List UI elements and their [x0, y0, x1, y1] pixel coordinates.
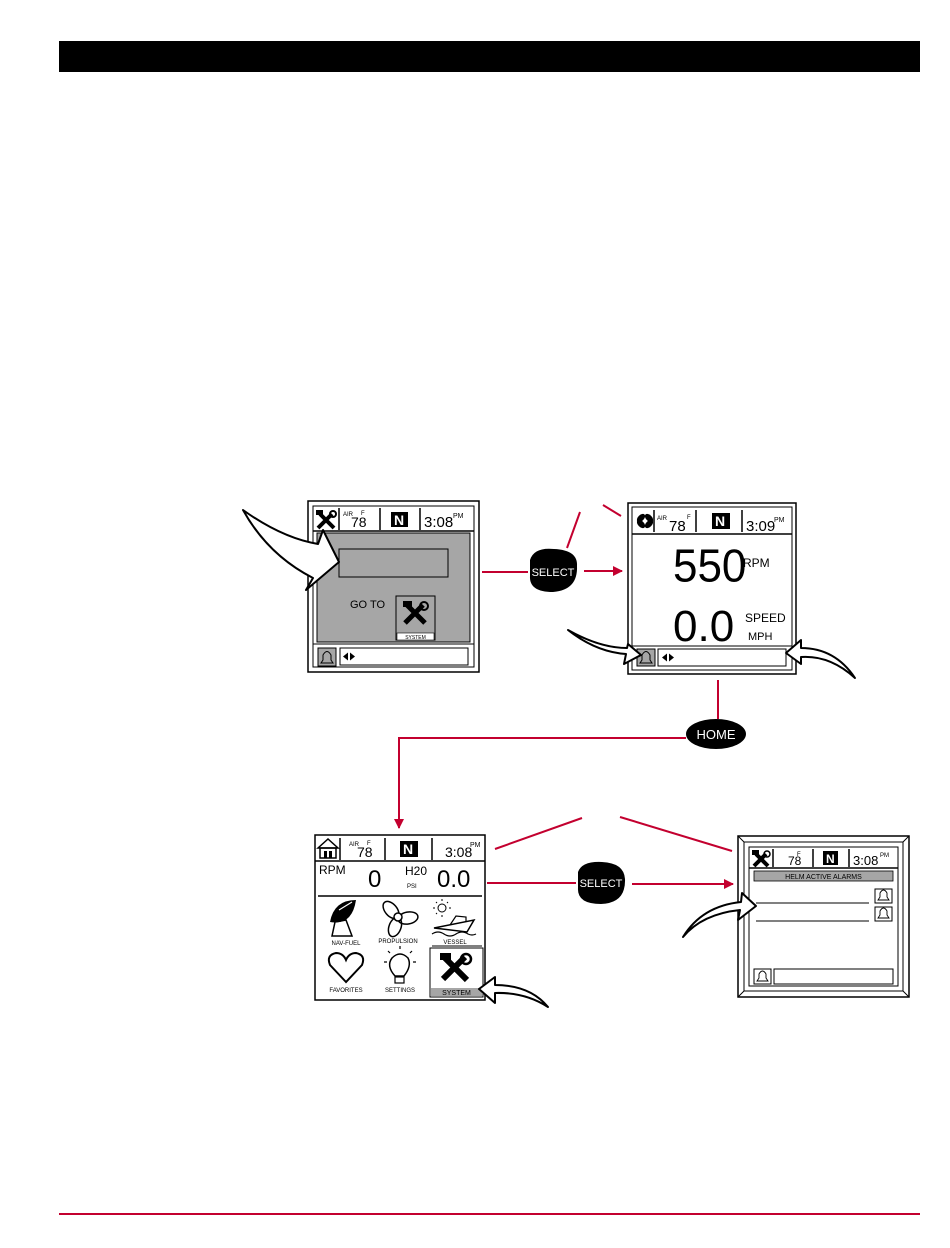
air-label: AIR	[657, 516, 668, 522]
menu-label-vessel: VESSEL	[443, 940, 467, 946]
pointer-arrow-system	[479, 977, 548, 1007]
rpm-value: 550	[673, 540, 746, 592]
footer-rule	[59, 1213, 920, 1215]
clock-time: 3:09	[746, 518, 775, 535]
gear-indicator: N	[403, 841, 413, 857]
select-button[interactable]: SELECT	[578, 862, 625, 904]
gear-indicator: N	[394, 512, 404, 528]
goto-field	[339, 549, 448, 577]
screen-alarms: F 78 N 3:08 PM HELM ACTIVE ALARMS	[738, 836, 909, 997]
speed-unit: MPH	[748, 631, 773, 643]
air-temp: 78	[351, 514, 367, 530]
screen-home: AIR F 78 N 3:08 PM RPM 0 H20 PSI 0.0 NAV…	[315, 835, 485, 1000]
h2o-label: H20	[405, 864, 427, 878]
rpm-label: RPM	[743, 556, 770, 570]
clock-time: 3:08	[445, 844, 472, 860]
menu-label-settings: SETTINGS	[385, 988, 415, 994]
scroll-bar[interactable]	[658, 649, 786, 666]
home-button-label: HOME	[697, 727, 736, 742]
alarms-title: HELM ACTIVE ALARMS	[785, 874, 862, 881]
menu-label-propulsion: PROPULSION	[378, 939, 417, 945]
scroll-bar[interactable]	[340, 648, 468, 665]
air-temp: 78	[357, 844, 373, 860]
clock-ampm: PM	[880, 853, 889, 859]
rpm-value: 0	[368, 866, 381, 893]
clock-time: 3:08	[424, 514, 453, 531]
screen-rpm: AIR F 78 N 3:09 PM 550 RPM 0.0 SPEED MPH	[628, 503, 796, 674]
clock-time: 3:08	[853, 853, 878, 868]
clock-ampm: PM	[470, 842, 481, 849]
select-button-label: SELECT	[532, 567, 575, 579]
temp-unit: F	[687, 515, 691, 521]
air-temp: 78	[788, 854, 802, 868]
air-temp: 78	[669, 518, 686, 535]
menu-label-favorites: FAVORITES	[329, 988, 362, 994]
home-button[interactable]: HOME	[686, 719, 746, 749]
system-tile-label: SYSTEM	[405, 635, 426, 641]
gear-indicator: N	[826, 852, 835, 866]
h2o-value: 0.0	[437, 866, 470, 893]
menu-label-system: SYSTEM	[442, 990, 471, 997]
scroll-bar[interactable]	[774, 969, 893, 984]
goto-label: GO TO	[350, 599, 385, 611]
psi-label: PSI	[407, 884, 417, 890]
clock-ampm: PM	[774, 517, 785, 524]
rpm-label: RPM	[319, 863, 346, 877]
speed-value: 0.0	[673, 602, 734, 651]
alarm-row-button[interactable]	[875, 907, 892, 921]
select-button-label: SELECT	[580, 878, 623, 890]
clock-ampm: PM	[453, 513, 464, 520]
select-button[interactable]: SELECT	[530, 549, 577, 592]
speed-label: SPEED	[745, 611, 786, 625]
alarm-row-button[interactable]	[875, 889, 892, 903]
screen-goto: AIR F 78 N 3:08 PM GO TO SYSTEM	[308, 501, 479, 672]
gear-indicator: N	[715, 513, 725, 529]
menu-label-nav-fuel: NAV-FUEL	[332, 941, 362, 947]
